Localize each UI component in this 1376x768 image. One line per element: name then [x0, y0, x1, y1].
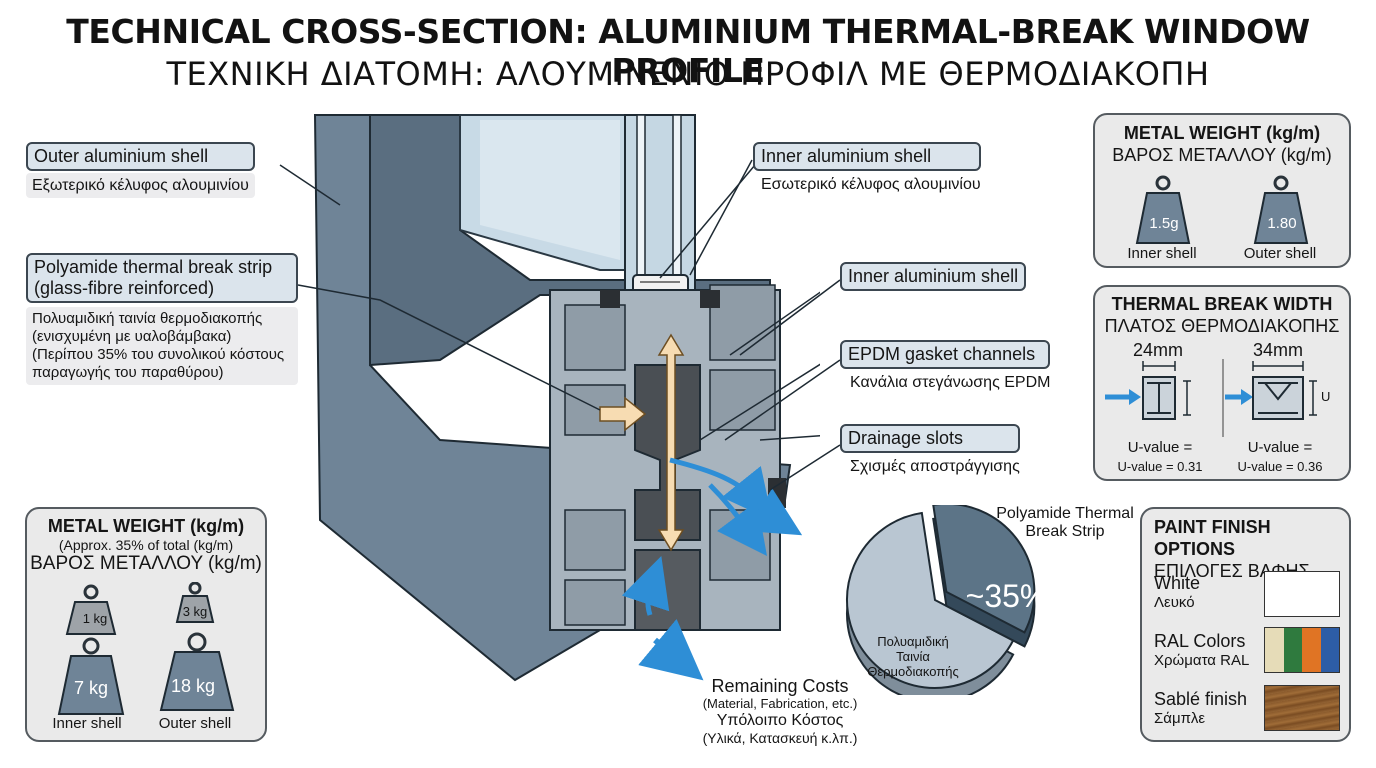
weight-top-inner-label: Inner shell: [1127, 245, 1197, 262]
weight-top-outer-label: Outer shell: [1243, 245, 1317, 262]
pie-polyamide-label: Polyamide Thermal Break Strip: [996, 505, 1134, 540]
width-34: 34mm: [1252, 340, 1303, 360]
epdm-label: EPDM gasket channels: [840, 340, 1051, 369]
inner-shell-top-greek: Εσωτερικό κέλυφος αλουμινίου: [761, 176, 981, 193]
thermal-break-width-panel: THERMAL BREAK WIDTH ΠΛΑΤΟΣ ΘΕΡΜΟΔΙΑΚΟΠΗΣ…: [1093, 285, 1351, 481]
paint-title: PAINT FINISH OPTIONS: [1154, 517, 1271, 559]
weight-bottom-outer-label: Outer shell: [158, 715, 232, 732]
weight-icons-top: [1135, 175, 1309, 244]
callout-epdm: EPDM gasket channels Κανάλια στεγάνωσης …: [840, 340, 1051, 392]
callout-polyamide: Polyamide thermal break strip (glass-fib…: [26, 253, 298, 385]
weight-bottom-18kg: 18 kg: [170, 676, 216, 696]
sable-swatch[interactable]: [1264, 685, 1340, 731]
callout-inner-shell-mid: Inner aluminium shell: [840, 262, 1027, 291]
callout-inner-shell-top: Inner aluminium shell Εσωτερικό κέλυφος …: [753, 142, 981, 194]
ral-colors-swatch[interactable]: [1264, 627, 1340, 673]
thermal-width-diagrams: [1105, 359, 1317, 437]
cost-pie-chart: [846, 505, 1036, 695]
ral-color-stripe: [1283, 628, 1302, 672]
weight-top-outer-value: 1.80: [1267, 215, 1297, 232]
window-profile-illustration: [313, 114, 820, 682]
pie-percent: ~35%: [965, 578, 1049, 614]
u-label-34: U-value =: [1247, 439, 1313, 456]
weight-bottom-inner-label: Inner shell: [52, 715, 122, 732]
weight-bottom-1kg: 1 kg: [82, 611, 108, 626]
thermal-width-title-greek: ΠΛΑΤΟΣ ΘΕΡΜΟΔΙΑΚΟΠΗΣ: [1104, 316, 1340, 336]
pie-polyamide-slice: [932, 505, 1036, 648]
callout-outer-shell: Outer aluminium shell Εξωτερικό κέλυφος …: [26, 142, 255, 198]
white-swatch[interactable]: [1264, 571, 1340, 617]
ral-color-stripe: [1302, 628, 1321, 672]
metal-weight-bottom-note: (Approx. 35% of total (kg/m): [58, 537, 234, 553]
page-subtitle: ΤΕΧΝΙΚΗ ΔΙΑΤΟΜΗ: ΑΛΟΥΜΙΝΕΝΙΟ ΠΡΟΦΙΛ ΜΕ Θ…: [166, 55, 1210, 93]
drainage-greek: Σχισμές αποστράγγισης: [850, 458, 1020, 475]
ral-color-stripe: [1320, 628, 1339, 672]
u-marker: U: [1321, 389, 1331, 404]
polyamide-greek: Πολυαμιδική ταινία θερμοδιακοπής (ενισχυ…: [26, 307, 298, 385]
page-title: TECHNICAL CROSS-SECTION: ALUMINIUM THERM…: [66, 12, 1310, 90]
weight-icons-bottom: [57, 582, 235, 715]
outer-shell-label: Outer aluminium shell: [26, 142, 255, 171]
ral-color-stripe: [1265, 628, 1284, 672]
paint-option-sable[interactable]: Sablé finish Σάμπλε: [1154, 689, 1248, 727]
drainage-label: Drainage slots: [840, 424, 1020, 453]
thermal-width-title: THERMAL BREAK WIDTH: [1111, 294, 1333, 314]
pie-remaining-label: Remaining Costs (Material, Fabrication, …: [702, 676, 858, 746]
metal-weight-bottom-title-greek: ΒΑΡΟΣ ΜΕΤΑΛΛΟΥ (kg/m): [30, 553, 262, 574]
paint-option-white[interactable]: White Λευκό: [1154, 573, 1201, 611]
pie-slice-face: [932, 505, 1036, 634]
pie-remaining-costs-slice: [846, 511, 1015, 695]
polyamide-label: Polyamide thermal break strip (glass-fib…: [26, 253, 298, 303]
metal-weight-panel-bottom: METAL WEIGHT (kg/m) (Approx. 35% of tota…: [25, 507, 267, 742]
weight-bottom-3kg: 3 kg: [182, 604, 208, 619]
metal-weight-top-title: METAL WEIGHT (kg/m): [1123, 123, 1321, 143]
pie-rest-face: [846, 511, 1015, 689]
callout-drainage: Drainage slots Σχισμές αποστράγγισης: [840, 424, 1020, 476]
inner-shell-top-label: Inner aluminium shell: [753, 142, 981, 171]
pie-inner-greek: Πολυαμιδική Ταινία Θερμοδιακοπής: [867, 634, 959, 679]
metal-weight-bottom-title: METAL WEIGHT (kg/m): [47, 516, 245, 536]
u-value-34: U-value = 0.36: [1237, 459, 1323, 474]
u-value-24: U-value = 0.31: [1117, 459, 1203, 474]
metal-weight-top-title-greek: ΒΑΡΟΣ ΜΕΤΑΛΛΟΥ (kg/m): [1112, 145, 1332, 165]
paint-finish-panel: PAINT FINISH OPTIONS ΕΠΙΛΟΓΕΣ ΒΑΦΗΣ Whit…: [1140, 507, 1351, 742]
weight-top-inner-value: 1.5g: [1149, 215, 1179, 232]
epdm-greek: Κανάλια στεγάνωσης EPDM: [850, 374, 1051, 391]
paint-option-ral[interactable]: RAL Colors Χρώματα RAL: [1154, 631, 1250, 669]
metal-weight-panel-top: METAL WEIGHT (kg/m) ΒΑΡΟΣ ΜΕΤΑΛΛΟΥ (kg/m…: [1093, 113, 1351, 268]
inner-shell-mid-label: Inner aluminium shell: [840, 262, 1027, 291]
width-24: 24mm: [1132, 340, 1183, 360]
u-label-24: U-value =: [1127, 439, 1193, 456]
outer-shell-greek: Εξωτερικό κέλυφος αλουμινίου: [26, 173, 255, 198]
weight-bottom-7kg: 7 kg: [73, 678, 109, 698]
